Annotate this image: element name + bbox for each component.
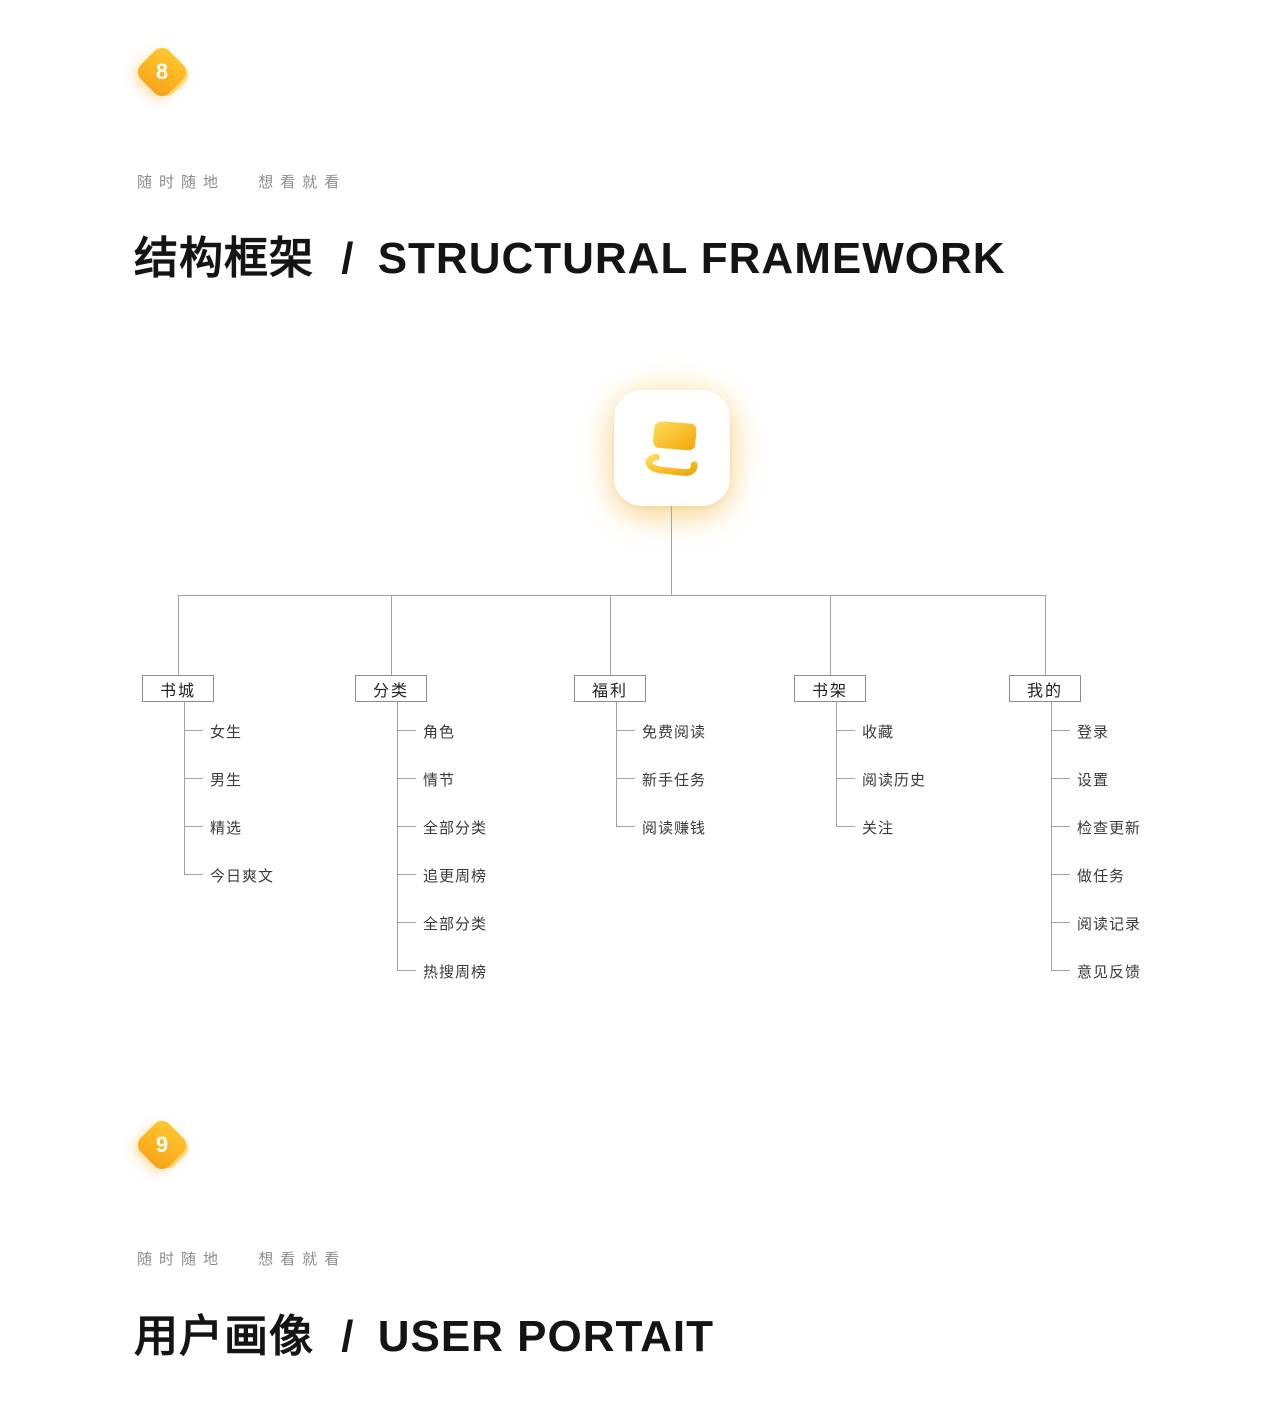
tree-children-bookshelf: 收藏 阅读历史 关注 bbox=[836, 702, 1014, 846]
section-number-badge-8: 8 bbox=[133, 43, 193, 103]
tree-leaf: 意见反馈 bbox=[1051, 942, 1229, 990]
section-title-separator: / bbox=[341, 234, 355, 283]
tree-leaf: 阅读历史 bbox=[836, 750, 1014, 798]
tree-leaf-label: 做任务 bbox=[1077, 868, 1126, 885]
tree-children-welfare: 免费阅读 新手任务 阅读赚钱 bbox=[616, 702, 794, 846]
tree-leaf: 追更周榜 bbox=[397, 846, 575, 894]
tree-node-bookstore: 书城 bbox=[142, 675, 214, 702]
tree-leaf-label: 追更周榜 bbox=[423, 868, 488, 885]
tree-leaf-label: 阅读记录 bbox=[1077, 916, 1142, 933]
tree-leaf-label: 情节 bbox=[423, 772, 456, 789]
tree-leaf: 收藏 bbox=[836, 702, 1014, 750]
tree-leaf: 女生 bbox=[184, 702, 362, 750]
tree-leaf: 检查更新 bbox=[1051, 798, 1229, 846]
tagline-left: 随时随地 bbox=[137, 174, 226, 191]
tree-leaf: 设置 bbox=[1051, 750, 1229, 798]
section-title-structural-framework: 结构框架 / STRUCTURAL FRAMEWORK bbox=[134, 222, 1006, 286]
tree-leaf: 关注 bbox=[836, 798, 1014, 846]
tree-children-category: 角色 情节 全部分类 追更周榜 全部分类 热搜周榜 bbox=[397, 702, 575, 990]
tree-leaf: 全部分类 bbox=[397, 798, 575, 846]
tree-node-mine: 我的 bbox=[1009, 675, 1081, 702]
tree-leaf-label: 新手任务 bbox=[642, 772, 707, 789]
tree-leaf: 角色 bbox=[397, 702, 575, 750]
tree-node-welfare: 福利 bbox=[574, 675, 646, 702]
tagline-right: 想看就看 bbox=[258, 1251, 347, 1268]
connector-line-rail bbox=[178, 595, 1046, 596]
tree-leaf-label: 登录 bbox=[1077, 724, 1110, 741]
tree-leaf: 情节 bbox=[397, 750, 575, 798]
section-number-badge-9: 9 bbox=[133, 1116, 193, 1176]
tree-branch-bookshelf: 书架 收藏 阅读历史 关注 bbox=[794, 675, 1014, 846]
tree-leaf-label: 免费阅读 bbox=[642, 724, 707, 741]
tree-leaf: 今日爽文 bbox=[184, 846, 362, 894]
section-title-en: USER PORTAIT bbox=[377, 1312, 715, 1361]
tree-leaf: 阅读记录 bbox=[1051, 894, 1229, 942]
tree-branch-mine: 我的 登录 设置 检查更新 做任务 阅读记录 意见反馈 bbox=[1009, 675, 1229, 990]
tree-leaf-label: 阅读历史 bbox=[862, 772, 927, 789]
tree-leaf-label: 角色 bbox=[423, 724, 456, 741]
connector-line-drop-3 bbox=[610, 595, 611, 675]
tree-leaf: 登录 bbox=[1051, 702, 1229, 750]
connector-line-stem bbox=[671, 506, 672, 595]
tree-branch-bookstore: 书城 女生 男生 精选 今日爽文 bbox=[142, 675, 362, 894]
tree-leaf-label: 女生 bbox=[210, 724, 243, 741]
tree-leaf-label: 意见反馈 bbox=[1077, 964, 1142, 981]
section-title-user-portrait: 用户画像 / USER PORTAIT bbox=[134, 1300, 714, 1364]
tree-leaf-label: 设置 bbox=[1077, 772, 1110, 789]
tree-leaf-label: 阅读赚钱 bbox=[642, 820, 707, 837]
badge-number: 8 bbox=[155, 59, 169, 84]
tree-children-mine: 登录 设置 检查更新 做任务 阅读记录 意见反馈 bbox=[1051, 702, 1229, 990]
tagline-right: 想看就看 bbox=[258, 174, 347, 191]
section-title-separator: / bbox=[341, 1312, 355, 1361]
tree-leaf: 免费阅读 bbox=[616, 702, 794, 750]
tree-node-category: 分类 bbox=[355, 675, 427, 702]
tree-leaf-label: 检查更新 bbox=[1077, 820, 1142, 837]
tree-leaf: 热搜周榜 bbox=[397, 942, 575, 990]
section-title-zh: 用户画像 bbox=[134, 1312, 314, 1361]
tagline: 随时随地 想看就看 bbox=[137, 1248, 346, 1269]
tree-leaf: 全部分类 bbox=[397, 894, 575, 942]
tagline-left: 随时随地 bbox=[137, 1251, 226, 1268]
section-title-en: STRUCTURAL FRAMEWORK bbox=[377, 234, 1006, 283]
tree-leaf-label: 全部分类 bbox=[423, 916, 488, 933]
badge-number: 9 bbox=[155, 1132, 169, 1157]
book-icon bbox=[645, 421, 698, 476]
tree-children-bookstore: 女生 男生 精选 今日爽文 bbox=[184, 702, 362, 894]
tree-leaf-label: 今日爽文 bbox=[210, 868, 275, 885]
connector-line-drop-2 bbox=[391, 595, 392, 675]
tree-leaf-label: 男生 bbox=[210, 772, 243, 789]
tree-leaf-label: 收藏 bbox=[862, 724, 895, 741]
connector-line-drop-4 bbox=[830, 595, 831, 675]
tree-leaf: 男生 bbox=[184, 750, 362, 798]
tree-leaf: 阅读赚钱 bbox=[616, 798, 794, 846]
tree-leaf-label: 精选 bbox=[210, 820, 243, 837]
tree-leaf-label: 全部分类 bbox=[423, 820, 488, 837]
tree-node-bookshelf: 书架 bbox=[794, 675, 866, 702]
tagline: 随时随地 想看就看 bbox=[137, 171, 346, 192]
connector-line-drop-5 bbox=[1045, 595, 1046, 675]
tree-leaf: 新手任务 bbox=[616, 750, 794, 798]
section-title-zh: 结构框架 bbox=[134, 234, 314, 283]
tree-branch-welfare: 福利 免费阅读 新手任务 阅读赚钱 bbox=[574, 675, 794, 846]
app-icon bbox=[614, 390, 730, 506]
tree-leaf-label: 关注 bbox=[862, 820, 895, 837]
connector-line-drop-1 bbox=[178, 595, 179, 675]
tree-leaf: 精选 bbox=[184, 798, 362, 846]
tree-branch-category: 分类 角色 情节 全部分类 追更周榜 全部分类 热搜周榜 bbox=[355, 675, 575, 990]
tree-leaf-label: 热搜周榜 bbox=[423, 964, 488, 981]
tree-leaf: 做任务 bbox=[1051, 846, 1229, 894]
